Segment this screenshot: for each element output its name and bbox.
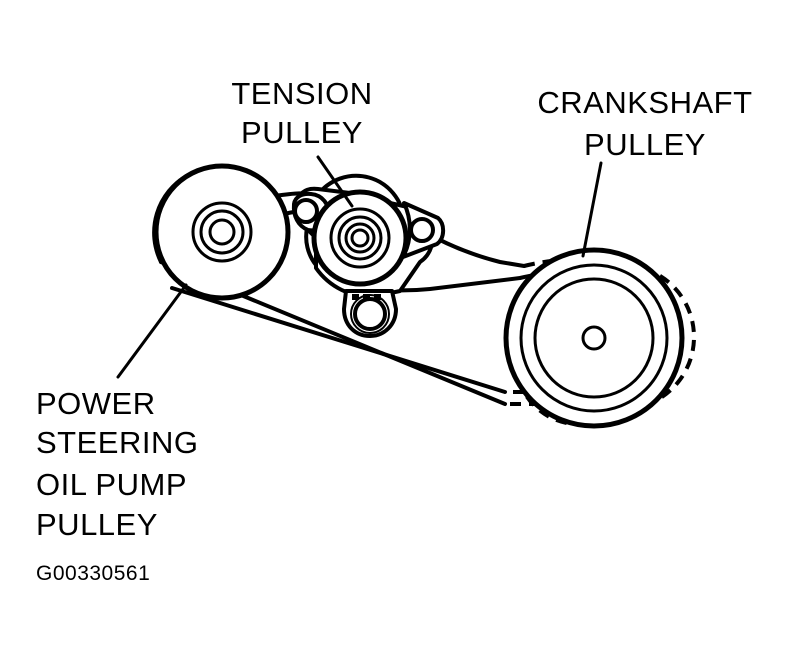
- crankshaft-pulley-label-line2: PULLEY: [584, 127, 706, 162]
- tension-pulley-ring-4: [350, 228, 370, 248]
- belt-lower-inner-edge: [170, 286, 507, 394]
- tension-pulley-ring-2: [337, 215, 383, 261]
- ps-pulley-hub-ring-outer: [191, 201, 253, 263]
- ps-pulley-label-line2: STEERING: [36, 425, 198, 460]
- tensioner-rib-1: [352, 294, 359, 300]
- crank-pulley-rim-circle: [519, 263, 669, 413]
- crank-pulley-face-circle: [533, 277, 655, 399]
- ps-pulley-label-line4: PULLEY: [36, 507, 158, 542]
- crank-pulley-hub-hole: [581, 325, 607, 351]
- tension-pulley-label-line1: TENSION: [231, 76, 372, 111]
- tensioner-bolt-hole-right: [409, 217, 435, 243]
- tension-pulley-group: [311, 189, 409, 287]
- ps-pulley-outer-circle: [153, 163, 291, 301]
- tension-pulley-outer-circle: [311, 189, 409, 287]
- figure-code-label: G00330561: [36, 562, 150, 585]
- crankshaft-pulley-label-line1: CRANKSHAFT: [537, 85, 752, 120]
- ps-pulley-hub-ring-inner: [208, 218, 236, 246]
- ps-pulley-hub-ring-middle: [199, 209, 245, 255]
- tension-pulley-ring-3: [344, 222, 376, 254]
- crankshaft-pulley-group: [503, 247, 685, 429]
- leader-line-tension-pulley: [316, 155, 354, 208]
- power-steering-pulley-group: [153, 163, 291, 301]
- labels-group: TENSION PULLEY CRANKSHAFT PULLEY POWER S…: [36, 76, 752, 585]
- leader-line-crankshaft-pulley: [581, 161, 603, 258]
- belt-hidden-upper-crank: [523, 257, 625, 268]
- leader-line-power-steering-pulley: [116, 283, 188, 379]
- tension-pulley-label-line2: PULLEY: [241, 115, 363, 150]
- tensioner-rib-2: [363, 294, 370, 300]
- ps-pulley-label-line3: OIL PUMP: [36, 467, 187, 502]
- tensioner-rib-3: [374, 294, 381, 300]
- tensioner-bolt-hole-left: [293, 198, 319, 224]
- crank-pulley-outer-circle: [503, 247, 685, 429]
- tension-pulley-ring-1: [329, 207, 391, 269]
- ps-pulley-label-line1: POWER: [36, 386, 156, 421]
- leader-lines-group: [116, 155, 603, 379]
- tensioner-bolt-hole-lower: [353, 297, 387, 331]
